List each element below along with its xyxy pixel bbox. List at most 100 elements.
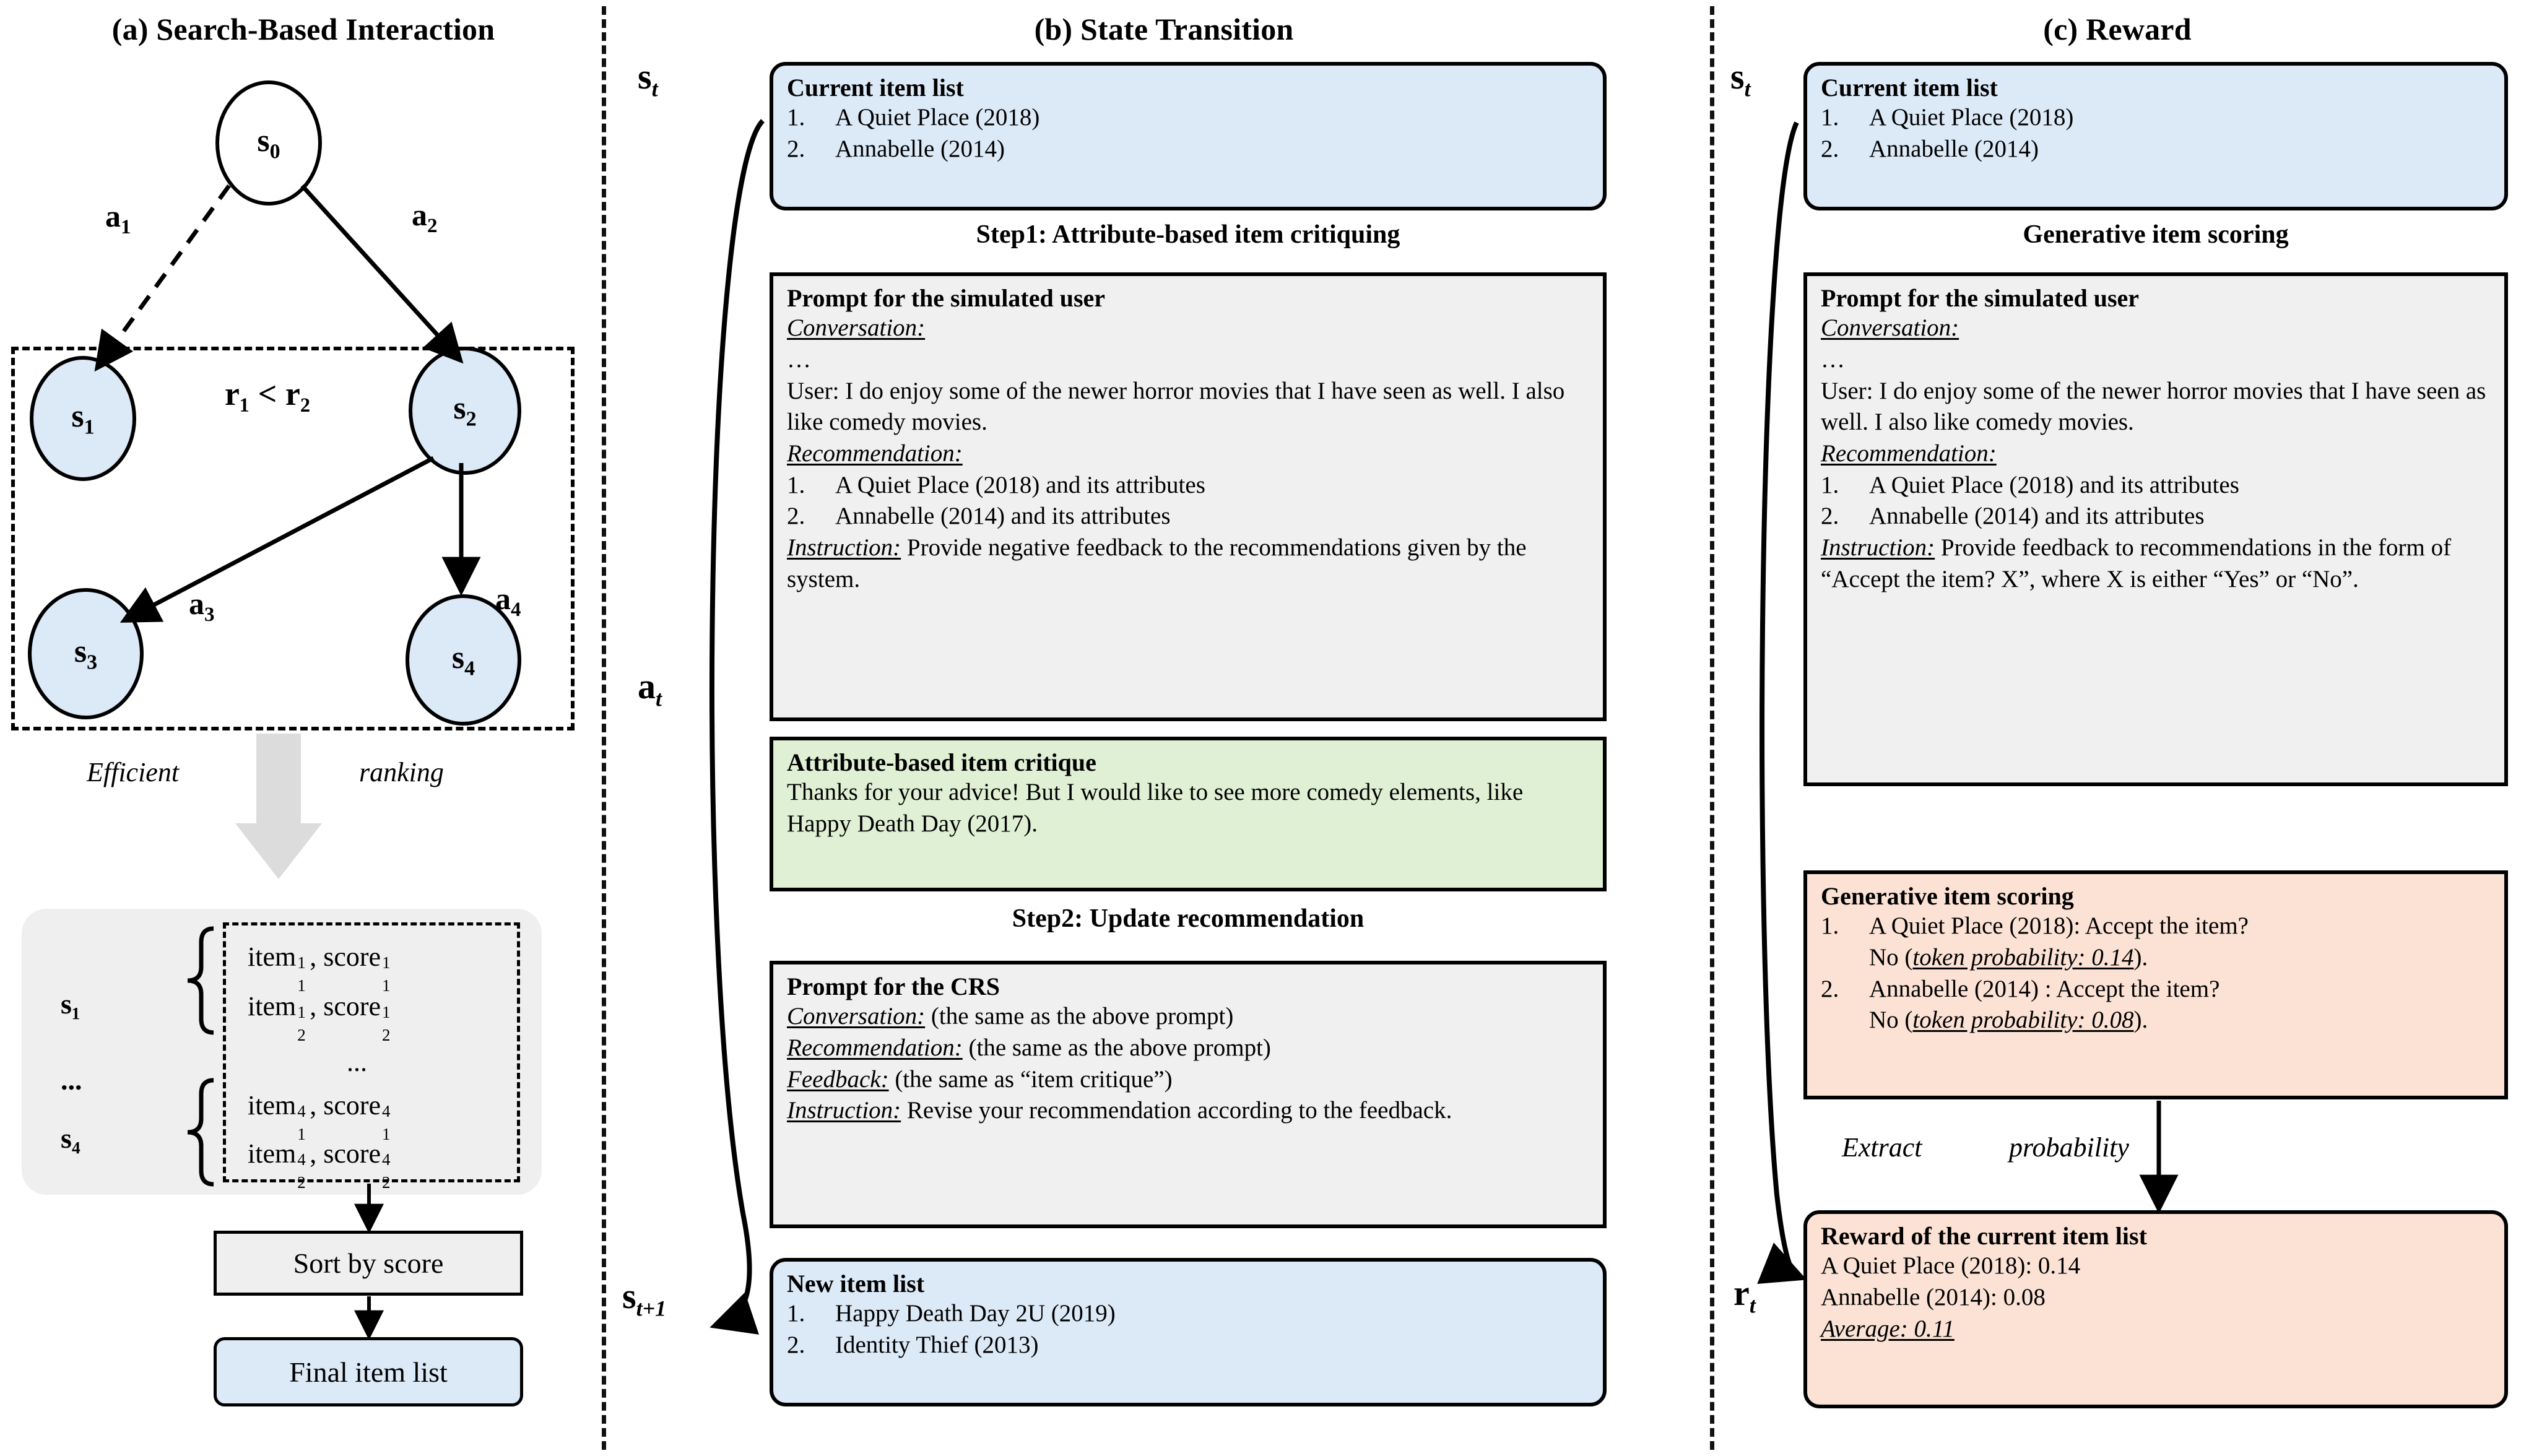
label-state-t1-b: st+1 [622, 1276, 667, 1321]
node-s4-label: s4 [451, 639, 475, 680]
instruction-text-c: Provide feedback to recommendations in t… [1821, 534, 2452, 592]
list-number: 2. [1821, 975, 1839, 1002]
conversation-text-c: User: I do enjoy some of the newer horro… [1821, 377, 2486, 436]
current-item-list-box-c: Current item list 1. A Quiet Place (2018… [1803, 62, 2508, 210]
list-number: 2. [787, 135, 805, 162]
list-number: 1. [787, 104, 805, 131]
crs-feedback-text: (the same as “item critique”) [895, 1065, 1173, 1093]
state-transition-curve [709, 119, 765, 1335]
score-bucket-dashed-box [223, 922, 520, 1182]
node-s2: s2 [409, 347, 521, 475]
list-text: Annabelle (2014) and its attributes [835, 503, 1171, 530]
reward-curve [1757, 121, 1807, 1285]
label-action-t-b: at [638, 666, 662, 711]
list-text: Happy Death Day 2U (2019) [835, 1300, 1116, 1327]
list-text: A Quiet Place (2018) [1869, 104, 2074, 131]
final-item-list-box[interactable]: Final item list [214, 1337, 523, 1406]
item-critique-box: Attribute-based item critique Thanks for… [770, 737, 1607, 891]
reward-average: Average: 0.11 [1821, 1315, 1955, 1342]
list-item: 2. Annabelle (2014) : Accept the item? N… [1821, 974, 2492, 1036]
crs-instruction-text: Revise your recommendation according to … [906, 1097, 1452, 1124]
crs-feedback-label: Feedback: [787, 1065, 889, 1093]
divider-panel-b-c [1710, 6, 1714, 1450]
list-text: Annabelle (2014) and its attributes [1869, 503, 2205, 530]
sort-by-score-box[interactable]: Sort by score [214, 1231, 523, 1296]
list-item: 2. Annabelle (2014) [787, 134, 1590, 165]
crs-recommendation-line: Recommendation: (the same as the above p… [787, 1033, 1590, 1064]
list-number: 1. [1821, 471, 1839, 498]
prompt-simulated-user-box-c: Prompt for the simulated user Conversati… [1803, 272, 2508, 786]
crs-conversation-line: Conversation: (the same as the above pro… [787, 1001, 1590, 1033]
crs-recommendation-label: Recommendation: [787, 1034, 963, 1061]
current-item-list-box-b: Current item list 1. A Quiet Place (2018… [770, 62, 1607, 210]
list-item: 1. A Quiet Place (2018) [1821, 102, 2492, 134]
list-number: 1. [787, 471, 805, 498]
list-item: 1. A Quiet Place (2018) and its attribut… [787, 470, 1590, 501]
list-text: Annabelle (2014) [1869, 135, 2039, 162]
current-item-list-title-b: Current item list [787, 74, 964, 102]
reward-line-2: Annabelle (2014): 0.08 [1821, 1283, 2046, 1311]
state-layer-dashed-box [11, 347, 575, 730]
ranking-label: ranking [359, 757, 444, 787]
crs-instruction-line: Instruction: Revise your recommendation … [787, 1095, 1590, 1127]
node-s2-label: s2 [453, 391, 477, 431]
divider-panel-a-b [602, 6, 606, 1450]
list-item: 2. Identity Thief (2013) [787, 1330, 1590, 1361]
conversation-ellipsis-c: … [1821, 345, 1845, 373]
recommendation-label-b: Recommendation: [787, 440, 963, 467]
generative-item-scoring-title: Generative item scoring [1821, 882, 2074, 910]
list-item: 2. Annabelle (2014) [1821, 134, 2492, 165]
edge-label-a2: a2 [412, 197, 438, 237]
instruction-label-b: Instruction: [787, 534, 901, 561]
crs-conversation-text: (the same as the above prompt) [931, 1003, 1234, 1030]
label-state-t-c: st [1730, 56, 1751, 102]
prompt-crs-title: Prompt for the CRS [787, 973, 1000, 1000]
reward-line-1: A Quiet Place (2018): 0.14 [1821, 1252, 2081, 1280]
list-number: 2. [787, 1331, 805, 1358]
item-critique-title: Attribute-based item critique [787, 748, 1096, 776]
crs-conversation-label: Conversation: [787, 1003, 926, 1030]
instruction-line-b: Instruction: Provide negative feedback t… [787, 532, 1590, 595]
list-text: A Quiet Place (2018) [835, 104, 1040, 131]
token-probability-1: token probability: 0.14 [1912, 943, 2134, 971]
list-text: A Quiet Place (2018) and its attributes [1869, 471, 2239, 498]
instruction-label-c: Instruction: [1821, 534, 1935, 561]
list-number: 1. [1821, 104, 1839, 131]
score-bucket-panel [22, 909, 542, 1195]
list-item: 1. A Quiet Place (2018) [787, 102, 1590, 134]
generative-scoring-section-title: Generative item scoring [2023, 220, 2289, 249]
list-text: Annabelle (2014) [835, 135, 1005, 162]
list-text: A Quiet Place (2018): Accept the item? N… [1869, 912, 2249, 971]
bucket-label-s4: s₄ [61, 1122, 80, 1154]
label-reward-t-c: rt [1733, 1273, 1756, 1318]
list-text: Annabelle (2014) : Accept the item? No (… [1869, 975, 2220, 1034]
efficient-label: Efficient [87, 757, 180, 787]
reward-compare-label: r₁ < r₂ [225, 375, 311, 412]
list-number: 1. [787, 1300, 805, 1327]
token-probability-2: token probability: 0.08 [1912, 1007, 2134, 1034]
list-item: 1. Happy Death Day 2U (2019) [787, 1298, 1590, 1330]
list-item: 2. Annabelle (2014) and its attributes [1821, 501, 2492, 532]
conversation-text-b: User: I do enjoy some of the newer horro… [787, 377, 1565, 436]
list-number: 2. [787, 503, 805, 530]
panel-c-title: (c) Reward [2043, 12, 2192, 46]
efficient-ranking-arrow [235, 734, 322, 879]
current-item-list-title-c: Current item list [1821, 74, 1998, 102]
conversation-ellipsis-b: … [787, 345, 811, 373]
crs-feedback-line: Feedback: (the same as “item critique”) [787, 1064, 1590, 1096]
recommendation-label-c: Recommendation: [1821, 440, 1997, 467]
list-item: 2. Annabelle (2014) and its attributes [787, 501, 1590, 532]
score-row-ellipsis: ... [347, 1047, 367, 1077]
item-critique-text: Thanks for your advice! But I would like… [787, 779, 1524, 837]
bucket-label-s1: s₁ [61, 988, 80, 1020]
sort-by-score-label: Sort by score [293, 1247, 444, 1279]
edge-label-a4: a4 [495, 581, 521, 621]
node-s4: s4 [406, 594, 521, 726]
instruction-line-c: Instruction: Provide feedback to recomme… [1821, 532, 2492, 595]
prompt-simulated-user-box-b: Prompt for the simulated user Conversati… [770, 272, 1607, 721]
list-text: Identity Thief (2013) [835, 1331, 1039, 1358]
